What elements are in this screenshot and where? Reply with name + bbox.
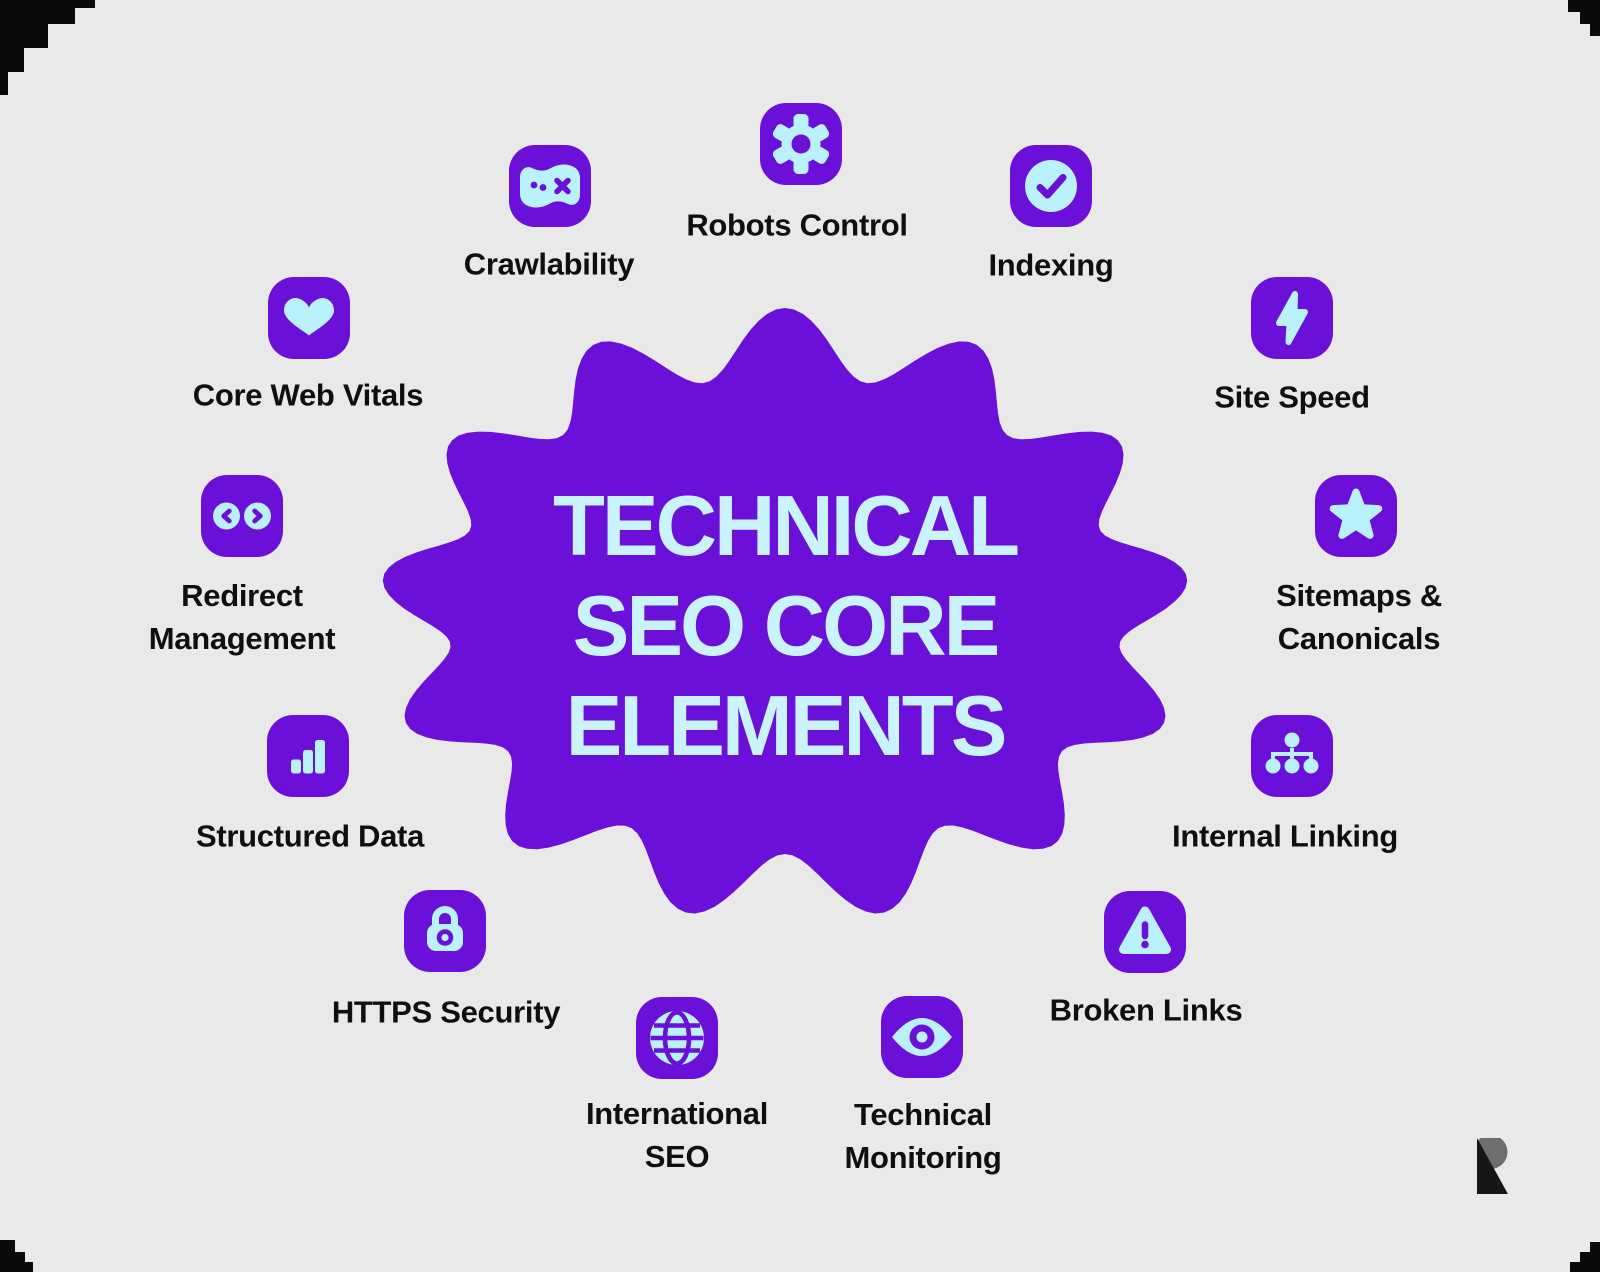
center-title: TECHNICAL SEO CORE ELEMENTS	[552, 479, 1020, 774]
icon-tile-broken-links	[1104, 891, 1186, 973]
icon-tile-https-security	[404, 890, 486, 972]
item-label: Redirect Management	[148, 578, 336, 656]
icon-tile-redirect-management	[201, 475, 283, 557]
heart-icon	[284, 298, 334, 336]
redirect-arrows-icon	[213, 502, 271, 530]
icon-tile-site-speed	[1251, 277, 1333, 359]
globe-icon	[650, 1010, 704, 1066]
icon-tile-sitemaps-canonicals	[1315, 475, 1397, 557]
brand-logo-r	[1477, 1138, 1508, 1194]
item-label: Technical Monitoring	[844, 1097, 1002, 1175]
item-label: Internal Linking	[1172, 818, 1398, 854]
item-label: International SEO	[585, 1096, 769, 1174]
item-label: Broken Links	[1049, 992, 1243, 1028]
icon-tile-international-seo	[636, 997, 718, 1079]
gear-icon	[772, 114, 830, 174]
item-label: Structured Data	[195, 818, 425, 854]
item-label: Crawlability	[463, 246, 635, 282]
icon-tile-crawlability	[509, 145, 591, 227]
bar-chart-icon	[291, 740, 325, 774]
icon-tile-indexing	[1010, 145, 1092, 227]
item-label: Sitemaps & Canonicals	[1276, 578, 1442, 656]
icon-tile-structured-data	[267, 715, 349, 797]
padlock-icon	[427, 906, 463, 951]
icon-tile-core-web-vitals	[268, 277, 350, 359]
sitemap-tree-icon	[1265, 732, 1319, 774]
eye-icon	[892, 1018, 952, 1056]
icon-tile-internal-linking	[1251, 715, 1333, 797]
item-label: Core Web Vitals	[192, 377, 424, 413]
map-icon	[520, 164, 580, 208]
icon-tile-technical-monitoring	[881, 996, 963, 1078]
warning-triangle-icon	[1119, 906, 1171, 954]
item-label: HTTPS Security	[331, 994, 561, 1030]
star-icon	[1329, 488, 1383, 539]
lightning-icon	[1276, 291, 1308, 345]
item-label: Indexing	[988, 247, 1114, 283]
check-circle-icon	[1025, 160, 1077, 212]
icon-tile-robots-control	[760, 103, 842, 185]
item-label: Site Speed	[1214, 379, 1370, 415]
item-label: Robots Control	[686, 207, 908, 243]
